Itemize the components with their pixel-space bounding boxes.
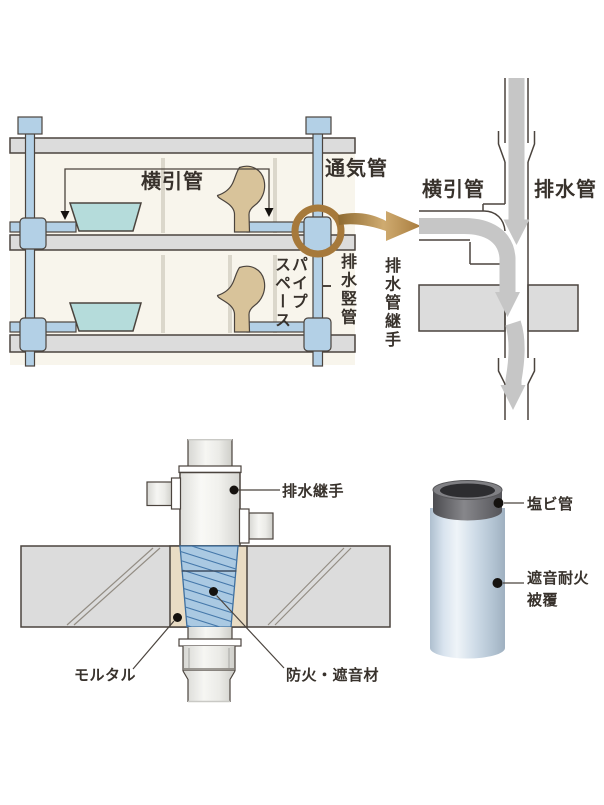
- label-haisuikan-detail: 排水管: [534, 179, 597, 201]
- label-mortar: モルタル: [74, 667, 137, 684]
- joint-highlight-circle: [291, 204, 345, 258]
- label-shaon-taika-hifuku: 遮音耐火 被覆: [527, 570, 590, 609]
- label-tsukikan: 通気管: [325, 158, 388, 180]
- lower-neck: [188, 627, 232, 639]
- fitting-body: [179, 471, 241, 547]
- label-haisui-tatekan: 排水竪管: [338, 253, 355, 327]
- leader-dot-enbikan: [493, 498, 504, 508]
- left-branch-pipe: [146, 481, 173, 507]
- leader-lines: [132, 485, 285, 670]
- fitting-flange: [178, 465, 242, 474]
- bathtubs: [68, 202, 142, 332]
- pipe-cover-diagram: [430, 480, 524, 659]
- wall-partition-lines: [161, 158, 277, 333]
- magnify-arrow: [338, 211, 421, 241]
- lower-socket: [183, 646, 235, 671]
- leader-dot-mortar: [173, 613, 182, 622]
- vent-cap-right: [305, 116, 332, 135]
- lower-pipe-end: [183, 671, 235, 702]
- label-yokobikikan-building: 横引管: [141, 171, 204, 193]
- label-yokobikikan-detail: 横引管: [422, 179, 485, 201]
- floor-slabs: [9, 137, 356, 353]
- label-haisui-tsugite: 排水継手: [282, 483, 345, 500]
- leader-dot-insulation: [209, 587, 218, 596]
- insulation-hatching: [180, 546, 238, 627]
- right-branch-collar: [238, 508, 250, 544]
- label-boka-shaonzai: 防火・遮音材: [286, 667, 380, 684]
- leader-dot-tsugite: [229, 485, 239, 495]
- sound-fireproof-cover: [430, 508, 505, 659]
- cover-leader-lines: [492, 498, 524, 588]
- slab-hatching: [66, 547, 352, 626]
- leader-dot-hifuku: [492, 578, 503, 588]
- right-branch-pipe: [248, 512, 274, 540]
- label-pipe-space: パイプ スペース: [272, 256, 306, 330]
- vent-cap-left: [17, 116, 43, 135]
- toilets: [216, 165, 266, 333]
- joint-detail-diagram: [418, 78, 579, 420]
- yokobikikan-pointer-bracket: [60, 168, 274, 220]
- flow-arrows: [419, 78, 530, 410]
- pvc-pipe-opening: [440, 483, 495, 498]
- detail-slab-left: [418, 284, 506, 332]
- upper-pipe: [188, 439, 232, 466]
- left-branch-collar: [170, 477, 182, 510]
- label-enbikan: 塩ビ管: [527, 496, 574, 513]
- detail-slab-right: [527, 284, 579, 332]
- label-haisuikan-tsugite: 排水管継手: [382, 257, 399, 350]
- floor-penetration-diagram: [20, 439, 391, 703]
- building-section-diagram: [9, 116, 421, 367]
- lower-collar: [178, 638, 242, 647]
